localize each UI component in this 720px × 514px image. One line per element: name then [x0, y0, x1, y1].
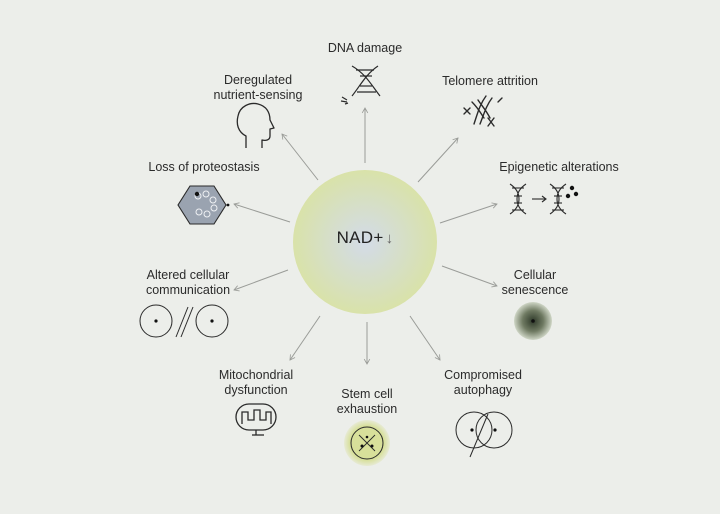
senescent-cell-nucleus — [531, 319, 535, 323]
arrow-telomere-attrition — [417, 137, 459, 183]
label-epigenetic-alterations: Epigenetic alterations — [499, 160, 619, 174]
cell-communication-icon — [139, 304, 229, 338]
dna-helix-broken-icon — [340, 65, 381, 105]
nad-label: NAD+ — [336, 228, 384, 247]
arrow-cellular-senescence — [441, 265, 498, 288]
label-deregulated-nutrient-sensing: Deregulated nutrient-sensing — [213, 73, 303, 102]
label-telomere-attrition: Telomere attrition — [442, 74, 538, 88]
label-compromised-autophagy: Compromised autophagy — [444, 368, 522, 397]
label-stem-cell-exhaustion: Stem cell exhaustion — [336, 387, 398, 416]
arrows — [233, 107, 498, 365]
nad-center-circle — [293, 170, 437, 314]
label-loss-of-proteostasis: Loss of proteostasis — [148, 160, 260, 174]
chromosomes-icon — [463, 95, 503, 127]
methyl-group-dots-icon — [565, 185, 579, 199]
mitochondrion-icon — [235, 403, 277, 436]
arrow-altered-cellular-communication — [233, 269, 289, 292]
label-altered-cellular-communication: Altered cellular communication — [145, 268, 231, 297]
arrow-compromised-autophagy — [409, 315, 441, 361]
dna-methylation-icon — [509, 183, 567, 215]
arrow-deregulated-nutrient-sensing — [281, 133, 319, 181]
arrow-mitochondrial-dysfunction — [289, 315, 321, 361]
label-mitochondrial-dysfunction: Mitochondrial dysfunction — [218, 368, 294, 397]
label-dna-damage: DNA damage — [327, 41, 403, 55]
down-arrow-icon: ↓ — [385, 230, 394, 247]
arrow-loss-of-proteostasis — [233, 202, 291, 223]
head-profile-icon — [236, 102, 275, 148]
arrow-epigenetic-alterations — [439, 202, 498, 224]
proteostasis-hexagon-icon — [177, 185, 227, 225]
autophagy-overlapping-cells-icon — [455, 411, 513, 458]
nad-center-label: NAD+↓ — [300, 228, 430, 248]
label-cellular-senescence: Cellular senescence — [501, 268, 569, 297]
